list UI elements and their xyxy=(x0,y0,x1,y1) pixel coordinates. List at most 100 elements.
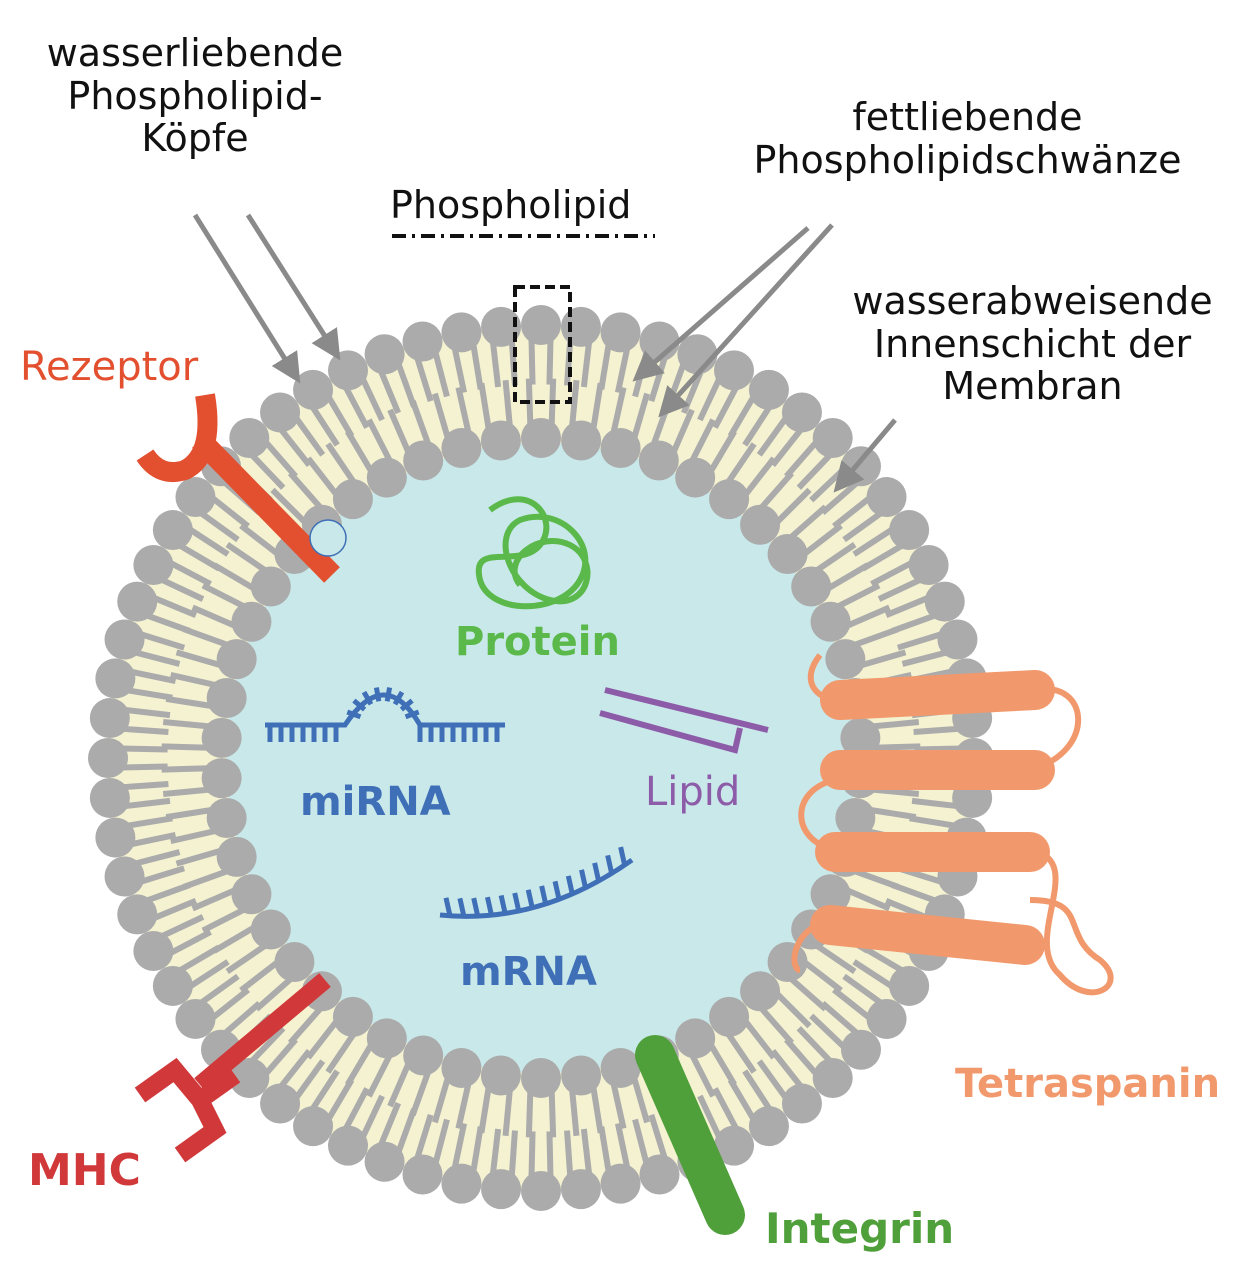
lipid-tail xyxy=(451,1122,468,1171)
lipid-tail xyxy=(270,487,309,526)
lipid-tail xyxy=(377,1101,401,1149)
lipid-tail xyxy=(844,886,891,912)
lipid-tail xyxy=(176,944,221,975)
lipid-tail xyxy=(580,1128,593,1177)
lipid-tail xyxy=(305,456,340,498)
lipid-tail xyxy=(128,831,177,848)
lipid-tail xyxy=(175,649,223,669)
pointer-arrow xyxy=(833,418,897,493)
lipid-tail xyxy=(580,339,593,388)
phospholipid-highlight-box xyxy=(513,285,572,404)
lipid-tail xyxy=(909,815,957,829)
lipid-tail xyxy=(787,504,828,541)
lipid-tail xyxy=(342,1087,370,1132)
lipid-tail xyxy=(742,403,774,447)
lipid-tail xyxy=(877,576,924,602)
lipid-tail xyxy=(413,1113,434,1162)
label-tetraspanin: Tetraspanin xyxy=(955,1061,1221,1107)
lipid-tail xyxy=(528,1131,536,1179)
lipid-tail xyxy=(564,1130,574,1179)
lipid-tail xyxy=(911,797,960,810)
phospholipid-head xyxy=(152,510,193,551)
lipid-tail xyxy=(305,1018,340,1060)
lipid-tail xyxy=(742,456,777,498)
lipid-tail xyxy=(308,403,340,447)
lipid-tail xyxy=(770,426,805,467)
phospholipid-head xyxy=(937,619,978,660)
lipid-tail xyxy=(366,418,394,464)
lipid-tail xyxy=(697,1094,723,1141)
phospholipid-head xyxy=(714,350,755,391)
phospholipid-head xyxy=(403,440,444,481)
phospholipid-head xyxy=(332,996,373,1037)
phospholipid-head xyxy=(600,1047,641,1088)
label-line: wasserliebende xyxy=(46,31,344,75)
lipid-tail xyxy=(262,438,298,479)
phospholipid-head xyxy=(364,334,405,375)
phospholipid-head xyxy=(561,1055,602,1096)
lipid-tail xyxy=(896,630,945,651)
lipid-tail xyxy=(377,367,401,415)
lipid-tail xyxy=(176,541,221,572)
pointer-arrow xyxy=(658,223,834,418)
phospholipid-head xyxy=(152,965,193,1006)
phospholipid-head xyxy=(95,658,136,699)
lipid-tail xyxy=(144,612,191,634)
tetraspanin-icon xyxy=(791,653,1114,996)
lipid-tail xyxy=(707,429,737,474)
lipid-tail xyxy=(167,929,212,957)
label-line: Phospholipidschwänze xyxy=(753,137,1182,182)
receptor-stem xyxy=(192,432,340,583)
lipid-tail xyxy=(630,392,650,441)
lipid-tail xyxy=(150,594,198,618)
lipid-tail xyxy=(209,494,250,529)
lipid-tail xyxy=(610,386,627,435)
phospholipid-head xyxy=(767,534,808,575)
label-line: Phospholipid- xyxy=(67,73,323,118)
lipid-tail xyxy=(842,509,885,543)
lipid-tail xyxy=(186,525,230,557)
lipid-tail xyxy=(182,626,230,649)
phospholipid-head xyxy=(89,698,130,739)
lipid-tail xyxy=(813,942,857,974)
lipid-tail xyxy=(451,345,468,394)
phospholipid-head xyxy=(327,1125,368,1166)
lipid-tail xyxy=(395,1108,417,1155)
lipid-tail xyxy=(478,382,492,431)
label-line: wasserabweisende xyxy=(852,279,1213,323)
lipid-tail xyxy=(387,1061,412,1108)
lipid-tail xyxy=(610,1081,627,1130)
label-fat-loving-tails: fettliebende Phospholipidschwänze xyxy=(735,96,1200,181)
phospholipid-head xyxy=(840,717,881,758)
lipid-tail xyxy=(901,649,950,667)
phospholipid-head xyxy=(638,440,679,481)
lipid-tail xyxy=(191,886,238,912)
phospholipid-head xyxy=(104,619,145,660)
lipid-tail xyxy=(120,763,168,771)
phospholipid-head xyxy=(675,457,716,498)
phospholipid-head xyxy=(441,1163,482,1204)
phospholipid-head xyxy=(889,510,930,551)
phospholipid-head xyxy=(675,1018,716,1059)
lipid-tail xyxy=(470,342,484,390)
label-phospholipid: Phospholipid xyxy=(390,183,632,227)
lipid-tail xyxy=(852,959,896,991)
label-water-loving-heads: wasserliebende Phospholipid- Köpfe xyxy=(30,32,360,160)
phospholipid-head xyxy=(229,418,270,459)
lipid-tail xyxy=(162,719,211,730)
lipid-tail xyxy=(387,408,412,455)
lipid-tail xyxy=(787,975,828,1012)
lipid-tail xyxy=(688,418,716,464)
lipid-tail xyxy=(569,1088,580,1137)
membrane-proteins xyxy=(134,213,1114,1235)
phospholipid-head xyxy=(216,639,257,680)
lipid-tail xyxy=(165,806,214,821)
lipid-tail xyxy=(191,604,238,630)
phospholipid-head xyxy=(274,941,315,982)
phospholipid-head xyxy=(521,418,561,458)
lipid-tail xyxy=(162,786,211,797)
phospholipid-head xyxy=(810,601,851,642)
label-protein: Protein xyxy=(455,619,620,665)
phospholipid-head xyxy=(117,894,158,935)
